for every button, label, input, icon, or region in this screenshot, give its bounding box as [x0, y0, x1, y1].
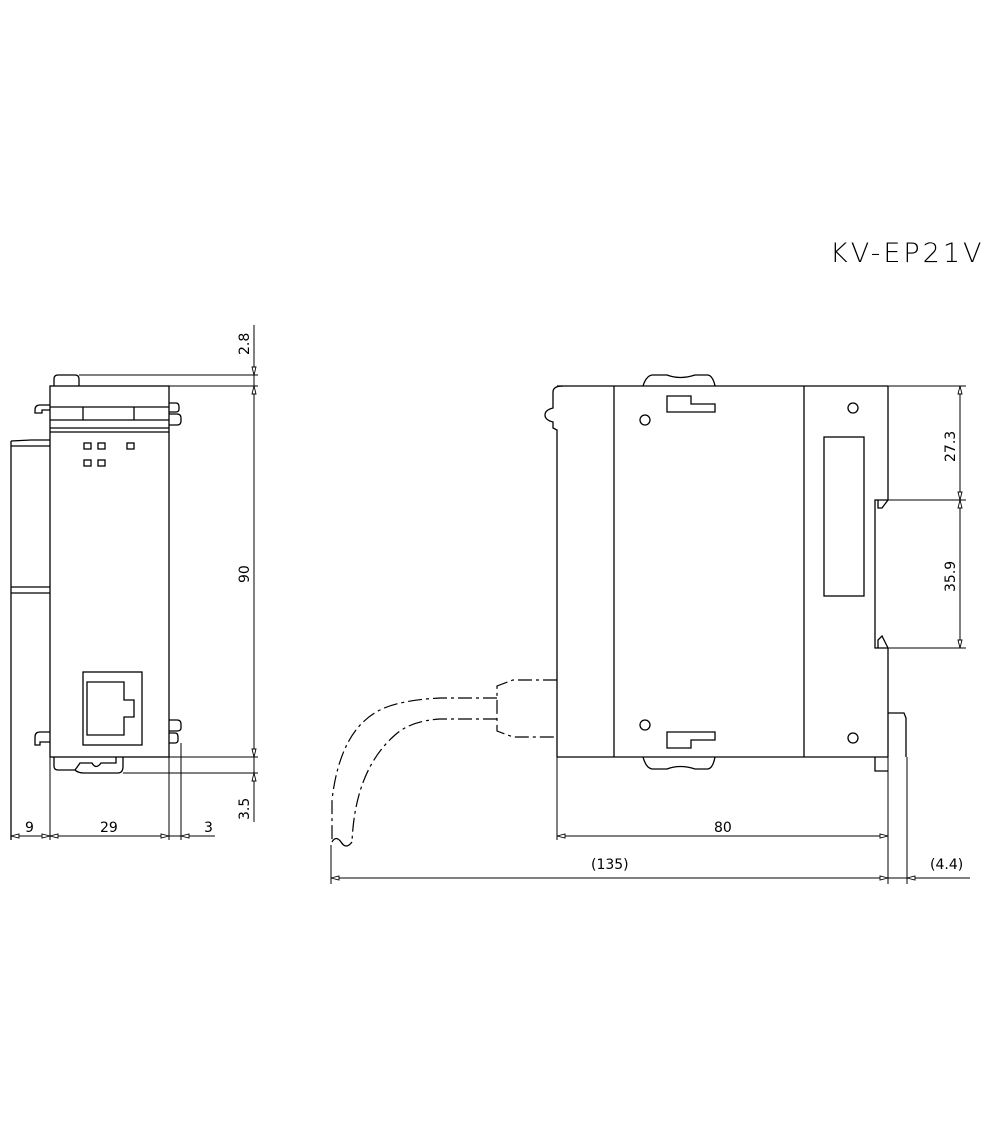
screw-hole	[639, 719, 651, 731]
dim-upper-section: 27.3	[943, 431, 959, 462]
led-indicators	[83, 442, 135, 467]
dim-depth: 80	[714, 820, 732, 836]
dim-rear-offset: (4.4)	[930, 857, 963, 873]
rear-foot	[874, 757, 888, 772]
connector-window	[823, 436, 865, 597]
front-bottom-latch	[53, 757, 117, 771]
dim-right-protrusion: 3	[204, 820, 213, 836]
screw-hole	[847, 402, 859, 414]
front-dimensions: 2.8 90 3.5 9 29 3	[10, 325, 258, 839]
side-bottom-latch	[642, 756, 716, 770]
side-view	[544, 374, 908, 884]
front-top-tab	[53, 374, 80, 386]
dim-top-offset: 2.8	[237, 333, 253, 355]
dim-rail-section: 35.9	[943, 561, 959, 592]
side-dimensions: 27.3 35.9 80 (135) (4.4)	[330, 385, 970, 881]
front-hook-bottom	[34, 731, 50, 746]
dim-width: 29	[100, 820, 118, 836]
front-clip-top-2	[169, 413, 182, 426]
screw-hole	[847, 732, 859, 744]
dim-left-depth: 9	[25, 820, 34, 836]
front-body	[49, 385, 170, 758]
front-view	[10, 374, 182, 840]
front-clip-top	[169, 402, 180, 413]
side-top-latch	[642, 374, 716, 387]
din-rail-notch	[874, 499, 888, 649]
ethernet-port	[82, 671, 143, 746]
ethernet-port-socket	[86, 681, 135, 736]
screw-hole	[639, 414, 651, 426]
front-hook-top	[34, 404, 50, 414]
side-slot-top	[666, 395, 716, 413]
dim-height: 90	[237, 565, 253, 583]
front-clip-bottom	[169, 719, 182, 732]
side-slot-bottom	[666, 731, 716, 749]
model-title: KV-EP21V	[830, 238, 985, 269]
cable-connector	[496, 679, 557, 738]
dim-bottom-offset: 3.5	[237, 798, 253, 820]
dim-total-with-cable: (135)	[591, 857, 629, 873]
ethernet-cable	[330, 679, 557, 884]
side-left-edge	[544, 385, 564, 757]
